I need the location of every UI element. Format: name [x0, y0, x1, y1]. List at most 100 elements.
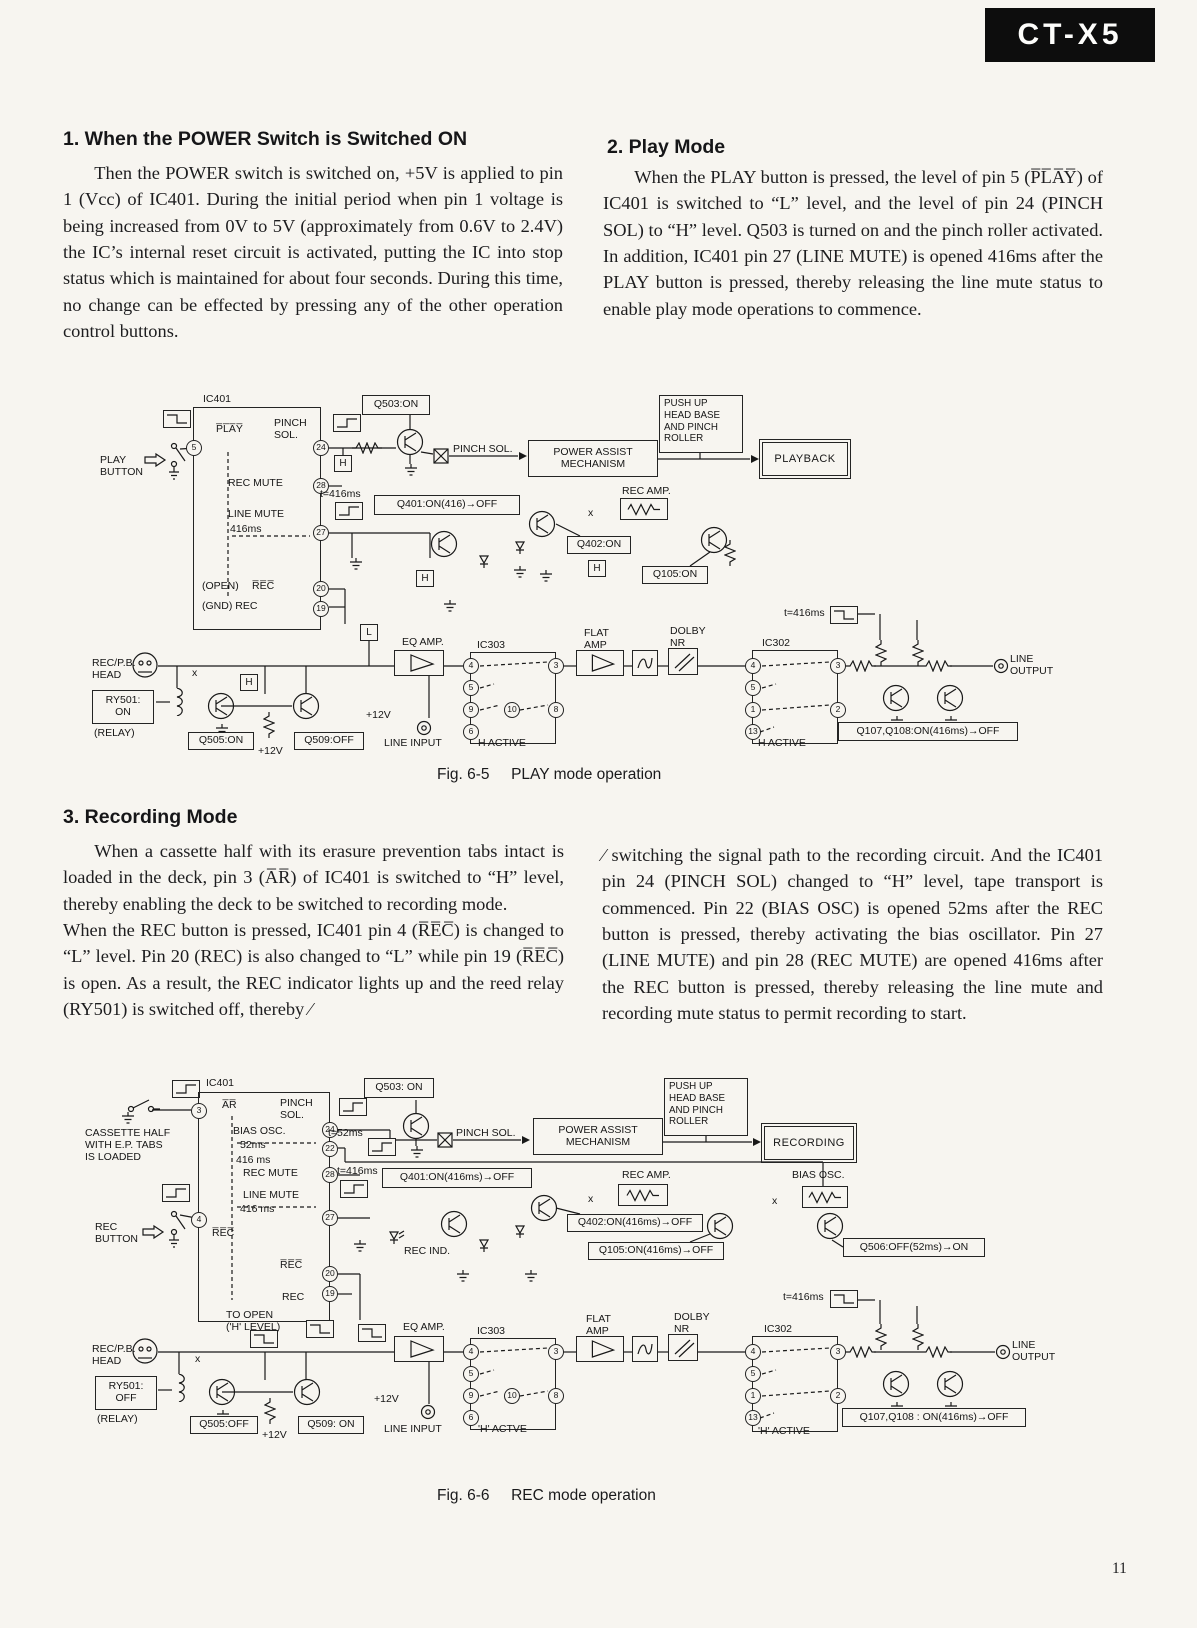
- pulse-waveform-icon: [333, 414, 361, 432]
- diagram-label: t=416ms: [320, 488, 361, 500]
- power-assist-mechanism-box: POWER ASSIST MECHANISM: [528, 440, 658, 477]
- resistor-icon: [846, 659, 876, 673]
- diagram-label: +12V: [258, 745, 283, 757]
- ic-pin: 6: [463, 724, 479, 740]
- ic-pin: 5: [463, 680, 479, 696]
- page-number: 11: [1112, 1560, 1127, 1577]
- diagram-label: (RELAY): [94, 727, 135, 739]
- diagram-label: DOLBY NR: [670, 625, 706, 649]
- section-3-body-right: ∕ switching the signal path to the recor…: [602, 845, 1103, 1023]
- ic401-label: IC401: [203, 393, 232, 405]
- flow-arrow-icon: [752, 1137, 762, 1147]
- q505-state-box: Q505:ON: [188, 732, 254, 750]
- resistor-icon: [352, 441, 382, 455]
- ic-pin: 4: [463, 1344, 479, 1360]
- model-badge: CT-X5: [985, 8, 1155, 62]
- eq-amp-box: [394, 650, 444, 676]
- diagram-label: PINCH SOL.: [274, 417, 307, 441]
- play-button-label: PLAY BUTTON: [100, 454, 143, 478]
- ground-icon: [455, 1270, 471, 1283]
- diode-icon: [514, 538, 526, 554]
- ic-pin: 5: [463, 1366, 479, 1382]
- ic303-label: IC303: [477, 1325, 506, 1337]
- ground-icon: [943, 1402, 959, 1415]
- diagram-label: (OPEN): [202, 580, 239, 592]
- transistor-icon: [208, 1378, 236, 1406]
- pulse-waveform-icon: [830, 606, 858, 624]
- resistor-icon: [922, 1345, 952, 1359]
- ic-pin: 19: [313, 601, 329, 617]
- line-output-jack-icon: [993, 658, 1009, 674]
- ic-pin: 4: [463, 658, 479, 674]
- ground-icon: [889, 1402, 905, 1415]
- pinch-solenoid-icon: [437, 1132, 453, 1148]
- diagram-label: LINE MUTE: [243, 1189, 300, 1201]
- power-assist-mechanism-box: POWER ASSIST MECHANISM: [533, 1118, 663, 1155]
- ic-pin: 10: [504, 1388, 520, 1404]
- line-input-label: LINE INPUT: [384, 1423, 442, 1435]
- line-input-label: LINE INPUT: [384, 737, 442, 749]
- q402-state-box: Q402:ON(416ms)→OFF: [567, 1214, 703, 1232]
- ic-pin: 3: [830, 1344, 846, 1360]
- diagram-label: P̅L̅A̅Y̅: [216, 423, 243, 435]
- ic-pin: 6: [463, 1410, 479, 1426]
- q503-state-box: Q503:ON: [362, 395, 430, 415]
- diode-icon: [478, 1236, 490, 1252]
- dolby-nr-box: [668, 1334, 698, 1361]
- ic302-outline: [752, 650, 838, 744]
- ry501-state-box: RY501: OFF: [95, 1376, 157, 1410]
- line-output-label: LINE OUTPUT: [1010, 653, 1054, 677]
- ic-pin: 4: [745, 658, 761, 674]
- transistor-icon: [700, 526, 728, 554]
- diagram-label: (GND) REC: [202, 600, 258, 612]
- ground-icon: [409, 1146, 425, 1159]
- ic-pin: 1: [745, 1388, 761, 1404]
- transistor-icon: [936, 1370, 964, 1398]
- transistor-icon: [396, 428, 424, 456]
- ic401-outline: [198, 1092, 330, 1322]
- ic-pin: 24: [313, 440, 329, 456]
- q401-state-box: Q401:ON(416ms)→OFF: [382, 1168, 532, 1188]
- rec-switch-icon: [167, 1208, 189, 1254]
- q402-state-box: Q402:ON: [567, 536, 631, 554]
- flow-arrow-icon: [750, 454, 760, 464]
- diagram-label: EQ AMP.: [402, 636, 444, 648]
- fig5-caption: Fig. 6-5 PLAY mode operation: [437, 766, 662, 783]
- ic-pin: 5: [745, 680, 761, 696]
- diode-icon: [514, 1222, 526, 1238]
- flow-arrow-icon: [518, 451, 528, 461]
- pulse-waveform-icon: [358, 1324, 386, 1342]
- transistor-icon: [882, 1370, 910, 1398]
- q107-q108-state-box: Q107,Q108 : ON(416ms)→OFF: [842, 1408, 1026, 1427]
- ground-icon: [943, 716, 959, 729]
- ground-icon: [523, 1270, 539, 1283]
- diagram-label: REC MUTE: [243, 1167, 298, 1179]
- resistor-icon: [911, 640, 925, 666]
- diagram-label: 'H' ACTVE: [478, 1423, 527, 1435]
- section-2-body: When the PLAY button is pressed, the lev…: [603, 167, 1103, 319]
- ic-pin: 28: [322, 1167, 338, 1183]
- pulse-waveform-icon: [830, 1290, 858, 1308]
- ic-pin: 13: [745, 1410, 761, 1426]
- rec-pb-head-label: REC/P.B. HEAD: [92, 657, 136, 681]
- ground-icon: [352, 1240, 368, 1253]
- section-1-body: Then the POWER switch is switched on, +5…: [63, 163, 563, 341]
- flow-arrow-icon: [521, 1135, 531, 1145]
- ic-pin: 27: [322, 1210, 338, 1226]
- diagram-label: R̅E̅C̅: [212, 1227, 235, 1239]
- diagram-label: t=416ms: [784, 607, 825, 619]
- ic401-outline: [193, 407, 321, 630]
- pulse-waveform-icon: [368, 1138, 396, 1156]
- fig6-caption: Fig. 6-6 REC mode operation: [437, 1487, 656, 1504]
- pulse-waveform-icon: [162, 1184, 190, 1202]
- diagram-label: H ACTIVE: [758, 737, 806, 749]
- ic303-outline: [470, 652, 556, 744]
- ic-pin: 4: [191, 1212, 207, 1228]
- diagram-label: EQ AMP.: [403, 1321, 445, 1333]
- pulse-waveform-icon: [163, 410, 191, 428]
- transistor-icon: [402, 1112, 430, 1140]
- line-output-label: LINE OUTPUT: [1012, 1339, 1056, 1363]
- signal-level-box: H: [240, 674, 258, 691]
- transistor-icon: [207, 692, 235, 720]
